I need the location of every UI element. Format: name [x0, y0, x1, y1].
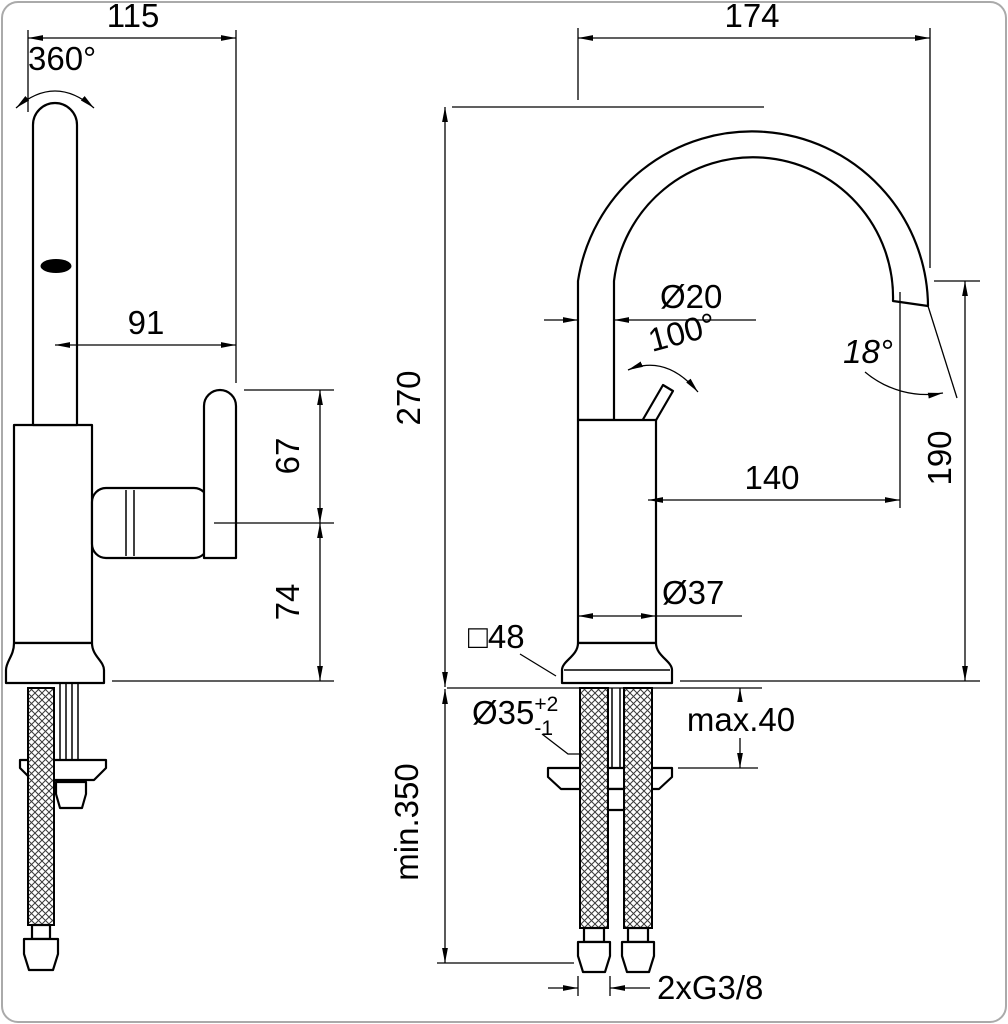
hose-nut-1 — [576, 940, 612, 974]
dim-spout-reach-label: 91 — [128, 304, 165, 341]
mounting-bracket — [546, 766, 674, 791]
dim-overall-width-label: 174 — [724, 0, 779, 34]
hose-nut-2 — [620, 940, 656, 974]
left-view — [4, 101, 238, 972]
dimensions-right: 174 270 min.350 Ø20 100° 18° 140 190 Ø37… — [388, 0, 980, 1006]
hole-tolerance-upper: +2 — [534, 693, 558, 716]
dim-outlet-height-label: 190 — [921, 430, 958, 485]
base-square-leader — [519, 653, 557, 677]
hose-nut — [22, 937, 60, 972]
dim-body-diameter-label: Ø37 — [662, 574, 724, 611]
outlet-angle-arc — [864, 371, 944, 399]
aerator-outlet — [40, 259, 72, 273]
swivel-arrow — [15, 90, 95, 109]
hole-tolerance-lower: -1 — [534, 717, 553, 740]
handle-cartridge — [90, 486, 210, 560]
base-flare — [4, 641, 106, 685]
dim-overall-depth-label: 115 — [107, 0, 160, 34]
swivel-angle-label: 360° — [28, 40, 96, 77]
dim-handle-height-label: 67 — [269, 438, 306, 475]
swan-neck-spout — [576, 130, 930, 422]
outlet-angle-label: 18° — [843, 333, 893, 370]
hole-diameter-leader — [541, 733, 582, 755]
mounting-nut — [54, 780, 88, 810]
hose-ferrule — [30, 923, 52, 941]
faucet-body — [12, 423, 94, 645]
hose-ferrule-2 — [626, 926, 650, 944]
riser-body — [576, 418, 658, 645]
hose-ferrule-1 — [582, 926, 606, 944]
right-view — [546, 130, 930, 974]
dim-tube-diameter-label: Ø20 — [660, 278, 722, 315]
hole-diameter-label: Ø35+2-1 — [472, 693, 558, 740]
dim-body-height-label: 74 — [269, 584, 306, 621]
supply-hose-2 — [623, 687, 653, 929]
hole-diameter-value: Ø35 — [472, 694, 534, 731]
dimensions-left: 115 360° 91 67 74 — [15, 0, 334, 682]
handle-angle-label: 100° — [644, 305, 720, 358]
base-flare — [560, 641, 674, 685]
base-square-label: □48 — [468, 618, 525, 655]
supply-hose-1 — [579, 687, 609, 929]
supply-hose — [27, 687, 55, 926]
thread-label: 2xG3/8 — [657, 969, 763, 1006]
handle-grip — [202, 388, 238, 560]
max-deck-thickness-label: max.40 — [687, 701, 795, 738]
dim-spout-projection-label: 140 — [744, 459, 799, 496]
dim-min-hose-length-label: min.350 — [388, 763, 425, 880]
handle-angle-arrow — [627, 361, 699, 393]
label-mask — [676, 702, 808, 738]
dim-spout-height-label: 270 — [390, 370, 427, 425]
